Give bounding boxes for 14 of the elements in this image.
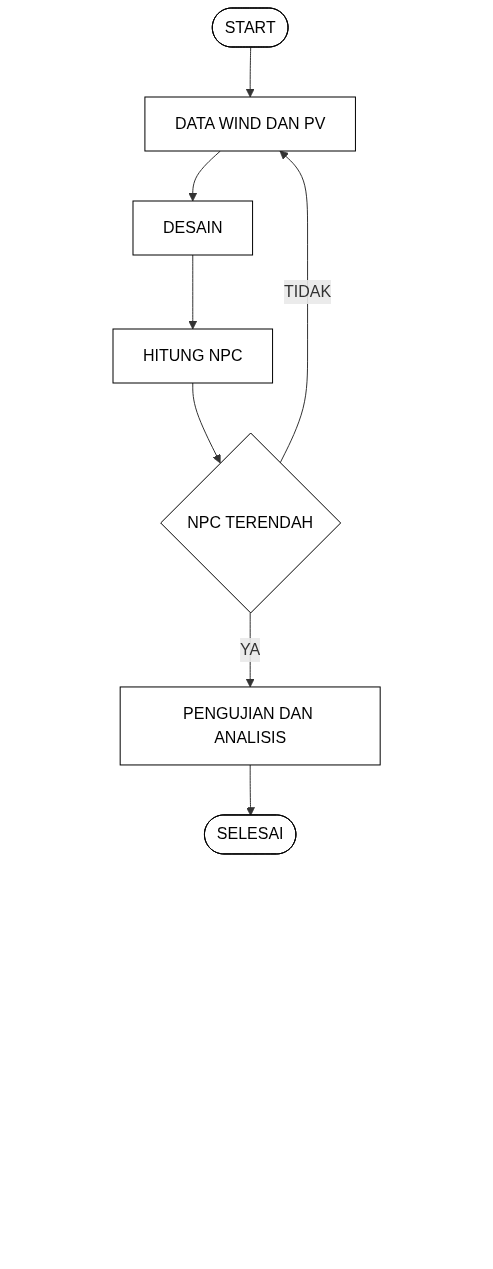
node-box: PENGUJIAN DAN ANALISIS <box>119 686 381 766</box>
edge-label: YA <box>240 640 261 658</box>
arrow <box>246 764 255 816</box>
arrow <box>245 47 255 98</box>
node-box: DESAIN <box>132 200 253 256</box>
arrow <box>245 612 255 688</box>
node-box: HITUNG NPC <box>112 328 273 384</box>
arrow <box>188 150 221 202</box>
edge-label: TIDAK <box>283 283 332 300</box>
arrow <box>188 254 198 330</box>
node-diamond: NPC TERENDAH <box>160 432 342 614</box>
arrow <box>279 150 308 464</box>
node-box: DATA WIND DAN PV <box>144 96 356 152</box>
arrow <box>192 382 221 464</box>
